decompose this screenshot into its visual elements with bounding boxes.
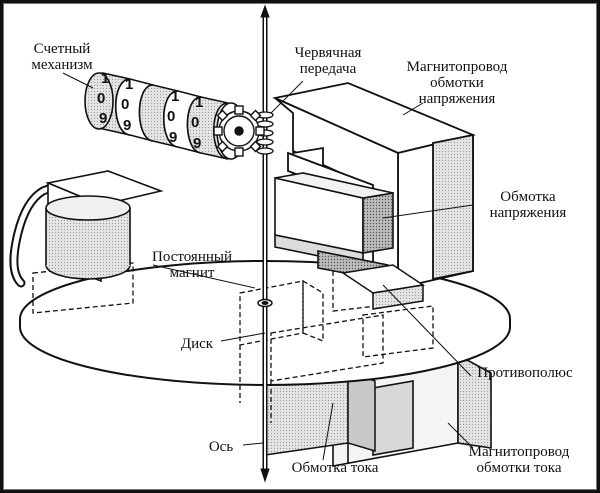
label-voltage-core: Магнитопровод обмотки напряжения [406,59,508,107]
drum-3-top-digit: 1 [171,88,179,105]
label-voltage-coil: Обмотка напряжения [489,189,567,221]
drum-4-top-digit: 1 [195,94,203,111]
label-current-core: Магнитопровод обмотки тока [468,444,570,476]
drum-3-mid-digit: 0 [167,108,175,125]
pinion-gear [213,105,265,157]
label-disk: Диск [180,336,214,352]
label-counter-pole: Противополюс [477,365,573,381]
counter-pole [340,264,426,310]
drum-2-top-digit: 1 [125,76,133,93]
label-axis: Ось [208,439,234,455]
label-counter-mechanism: Счетный механизм [31,41,93,73]
permanent-magnet [9,170,164,288]
electricity-meter-illustration: 1 0 9 1 0 9 1 0 9 1 0 9 [9,4,511,483]
drum-2-bot-digit: 9 [123,117,131,134]
label-current-coil: Обмотка тока [291,460,379,476]
leader-lines [62,72,474,461]
drum-4-mid-digit: 0 [191,114,199,131]
voltage-core [272,82,476,295]
drum-1-mid-digit: 0 [97,90,105,107]
drum-2-mid-digit: 0 [121,96,129,113]
voltage-coil [274,172,394,282]
drum-1-top-digit: 1 [101,70,109,87]
axle [257,4,273,483]
label-permanent-magnet: Постоянный магнит [152,249,232,281]
counter-digits: 1 0 9 1 0 9 1 0 9 1 0 9 [97,70,203,152]
label-worm-gear: Червячная передача [294,45,362,77]
drum-1-bot-digit: 9 [99,110,107,127]
drum-4-bot-digit: 9 [193,135,201,152]
drum-3-bot-digit: 9 [169,129,177,146]
